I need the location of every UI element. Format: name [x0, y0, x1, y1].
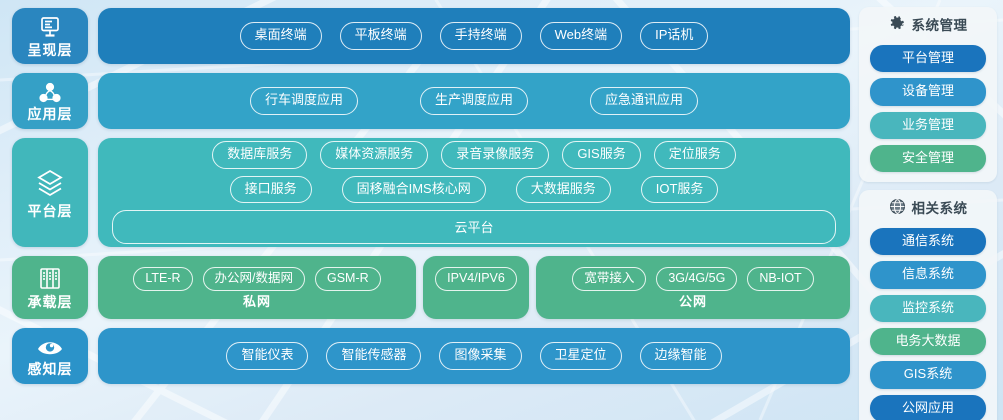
chip-presentation-4[interactable]: IP话机 [640, 22, 709, 50]
chip-bearer-middle-0[interactable]: IPV4/IPV6 [435, 266, 517, 292]
layer-label-sensing: 感知层 [27, 360, 73, 377]
layer-row-platform: 平台层 数据库服务 媒体资源服务 录音录像服务 GIS服务 定位服务 接口服务 … [0, 138, 858, 247]
chip-application-2[interactable]: 应急通讯应用 [590, 87, 699, 115]
layer-body-presentation: 桌面终端 平板终端 手持终端 Web终端 IP话机 [98, 8, 850, 64]
chip-row-platform-2: 接口服务 固移融合IMS核心网 大数据服务 IOT服务 [229, 175, 719, 203]
chip-platform-cloud[interactable]: 云平台 [112, 209, 836, 244]
chip-presentation-1[interactable]: 平板终端 [339, 22, 422, 50]
chip-row-application: 行车调度应用 生产调度应用 应急通讯应用 [249, 87, 699, 115]
chip-platform-2[interactable]: 录音录像服务 [441, 141, 550, 169]
layer-stack: 呈现层 桌面终端 平板终端 手持终端 Web终端 IP话机 [0, 8, 858, 384]
chip-platform-7[interactable]: 大数据服务 [515, 175, 611, 203]
bearer-group-middle: IPV4/IPV6 [423, 256, 529, 319]
layer-badge-platform[interactable]: 平台层 [12, 138, 88, 247]
panel-header-system-management: 系统管理 [870, 15, 986, 39]
layer-body-sensing: 智能仪表 智能传感器 图像采集 卫星定位 边缘智能 [98, 328, 850, 384]
layer-badge-application[interactable]: 应用层 [12, 73, 88, 129]
sidebar-item-communication-system[interactable]: 通信系统 [870, 228, 986, 256]
chip-bearer-public-1[interactable]: 3G/4G/5G [656, 266, 738, 292]
layer-label-presentation: 呈现层 [27, 41, 73, 58]
chip-sensing-1[interactable]: 智能传感器 [326, 342, 422, 370]
sidebar-item-information-system[interactable]: 信息系统 [870, 261, 986, 289]
layer-label-application: 应用层 [27, 105, 73, 122]
chip-platform-0[interactable]: 数据库服务 [212, 141, 308, 169]
chip-application-0[interactable]: 行车调度应用 [249, 87, 358, 115]
chip-row-presentation: 桌面终端 平板终端 手持终端 Web终端 IP话机 [239, 22, 709, 50]
chip-application-1[interactable]: 生产调度应用 [419, 87, 528, 115]
chip-presentation-3[interactable]: Web终端 [539, 22, 623, 50]
eye-icon [35, 337, 65, 359]
bearer-groups: LTE-R 办公网/数据网 GSM-R 私网 IPV4/IPV6 宽带接入 [98, 256, 850, 319]
layer-body-application: 行车调度应用 生产调度应用 应急通讯应用 [98, 73, 850, 129]
layer-body-platform: 数据库服务 媒体资源服务 录音录像服务 GIS服务 定位服务 接口服务 固移融合… [98, 138, 850, 247]
chip-bearer-private-0[interactable]: LTE-R [133, 266, 193, 292]
bearer-group-public: 宽带接入 3G/4G/5G NB-IOT 公网 [536, 256, 850, 319]
sidebar-item-dianwu-bigdata[interactable]: 电务大数据 [870, 328, 986, 356]
globe-icon [889, 198, 906, 220]
chip-row-sensing: 智能仪表 智能传感器 图像采集 卫星定位 边缘智能 [226, 342, 722, 370]
layer-row-presentation: 呈现层 桌面终端 平板终端 手持终端 Web终端 IP话机 [0, 8, 858, 64]
panel-header-related-systems: 相关系统 [870, 198, 986, 222]
layer-row-sensing: 感知层 智能仪表 智能传感器 图像采集 卫星定位 边缘智能 [0, 328, 858, 384]
chip-bearer-public-2[interactable]: NB-IOT [747, 266, 814, 292]
bearer-caption-public: 公网 [678, 294, 707, 310]
chip-platform-6[interactable]: 固移融合IMS核心网 [341, 175, 486, 203]
chip-sensing-2[interactable]: 图像采集 [439, 342, 522, 370]
chip-platform-4[interactable]: 定位服务 [653, 141, 736, 169]
layer-badge-bearer[interactable]: 承载层 [12, 256, 88, 319]
chip-sensing-4[interactable]: 边缘智能 [639, 342, 722, 370]
chip-row-bearer-private: LTE-R 办公网/数据网 GSM-R [133, 266, 381, 292]
panel-title-related-systems: 相关系统 [911, 201, 968, 217]
layer-badge-sensing[interactable]: 感知层 [12, 328, 88, 384]
chip-platform-1[interactable]: 媒体资源服务 [320, 141, 429, 169]
layer-row-application: 应用层 行车调度应用 生产调度应用 应急通讯应用 [0, 73, 858, 129]
sidebar-item-device-management[interactable]: 设备管理 [870, 78, 986, 106]
sidebar-item-platform-management[interactable]: 平台管理 [870, 45, 986, 73]
monitor-icon [37, 16, 63, 40]
layers-stack-icon [33, 167, 67, 201]
panel-title-system-management: 系统管理 [911, 18, 968, 34]
chip-platform-5[interactable]: 接口服务 [229, 175, 312, 203]
layer-badge-presentation[interactable]: 呈现层 [12, 8, 88, 64]
sidebar-item-monitoring-system[interactable]: 监控系统 [870, 294, 986, 323]
chip-row-platform-1: 数据库服务 媒体资源服务 录音录像服务 GIS服务 定位服务 [212, 141, 736, 169]
server-rack-icon [36, 266, 64, 292]
gear-icon [889, 15, 906, 37]
sidebar-item-gis-system[interactable]: GIS系统 [870, 361, 986, 389]
chip-bearer-public-0[interactable]: 宽带接入 [572, 266, 647, 292]
sidebar-item-security-management[interactable]: 安全管理 [870, 144, 986, 173]
chip-presentation-0[interactable]: 桌面终端 [239, 22, 322, 50]
chip-sensing-0[interactable]: 智能仪表 [226, 342, 309, 370]
bearer-group-private: LTE-R 办公网/数据网 GSM-R 私网 [98, 256, 416, 319]
bearer-caption-private: 私网 [242, 294, 271, 310]
panel-related-systems: 相关系统 通信系统 信息系统 监控系统 电务大数据 GIS系统 公网应用 [859, 190, 997, 420]
sidebar-item-public-network-application[interactable]: 公网应用 [870, 394, 986, 420]
sidebar-item-business-management[interactable]: 业务管理 [870, 111, 986, 139]
chip-sensing-3[interactable]: 卫星定位 [539, 342, 622, 370]
network-nodes-icon [37, 82, 63, 104]
layer-label-bearer: 承载层 [27, 294, 73, 310]
chip-bearer-private-2[interactable]: GSM-R [315, 266, 381, 292]
layer-row-bearer: 承载层 LTE-R 办公网/数据网 GSM-R 私网 IPV4/IPV6 [0, 256, 858, 319]
chip-row-bearer-public: 宽带接入 3G/4G/5G NB-IOT [572, 266, 814, 292]
layer-label-platform: 平台层 [27, 203, 73, 219]
panel-system-management: 系统管理 平台管理 设备管理 业务管理 安全管理 [859, 7, 997, 183]
chip-bearer-private-1[interactable]: 办公网/数据网 [202, 266, 305, 292]
sidebar: 系统管理 平台管理 设备管理 业务管理 安全管理 相关系统 [859, 7, 997, 420]
chip-presentation-2[interactable]: 手持终端 [439, 22, 522, 50]
chip-row-bearer-middle: IPV4/IPV6 [435, 266, 517, 292]
chip-platform-8[interactable]: IOT服务 [640, 175, 719, 203]
chip-platform-3[interactable]: GIS服务 [562, 141, 641, 169]
